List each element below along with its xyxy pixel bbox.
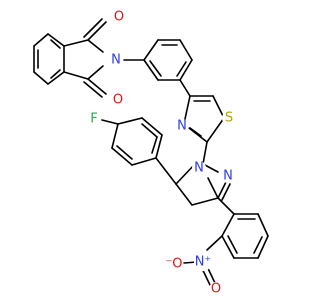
atom-oxygen-nitro: O — [209, 282, 223, 297]
svg-text:N: N — [111, 53, 121, 68]
svg-text:N: N — [177, 119, 187, 134]
svg-text:O: O — [211, 282, 221, 297]
atom-sulfur-thiazole: S — [222, 111, 236, 126]
atom-oxygen-anion: ⁻O — [165, 255, 183, 273]
svg-text:O: O — [114, 10, 124, 25]
svg-text:⁻O: ⁻O — [165, 257, 182, 272]
atom-fluorine: F — [87, 112, 101, 127]
atom-nitrogen-thiazole: N — [175, 119, 189, 134]
svg-text:N: N — [194, 161, 204, 176]
atom-nitrogen-pyrazoline-1: N — [192, 161, 206, 176]
atom-nitrogen-nitro: N⁺ — [194, 253, 212, 271]
svg-text:S: S — [225, 111, 233, 126]
svg-text:F: F — [90, 112, 97, 127]
atom-oxygen-top: O — [112, 10, 126, 25]
molecule-structure: O O N N S N N F — [33, 10, 269, 297]
atom-oxygen-bottom: O — [111, 93, 125, 108]
svg-text:O: O — [113, 93, 123, 108]
svg-text:N⁺: N⁺ — [195, 255, 212, 270]
atom-nitrogen-pyrazoline-2: N — [221, 169, 235, 184]
svg-text:N: N — [223, 169, 233, 184]
bonds — [33, 18, 269, 286]
atom-labels: O O N N S N N F — [87, 10, 236, 297]
atom-nitrogen-imide: N — [109, 53, 123, 68]
